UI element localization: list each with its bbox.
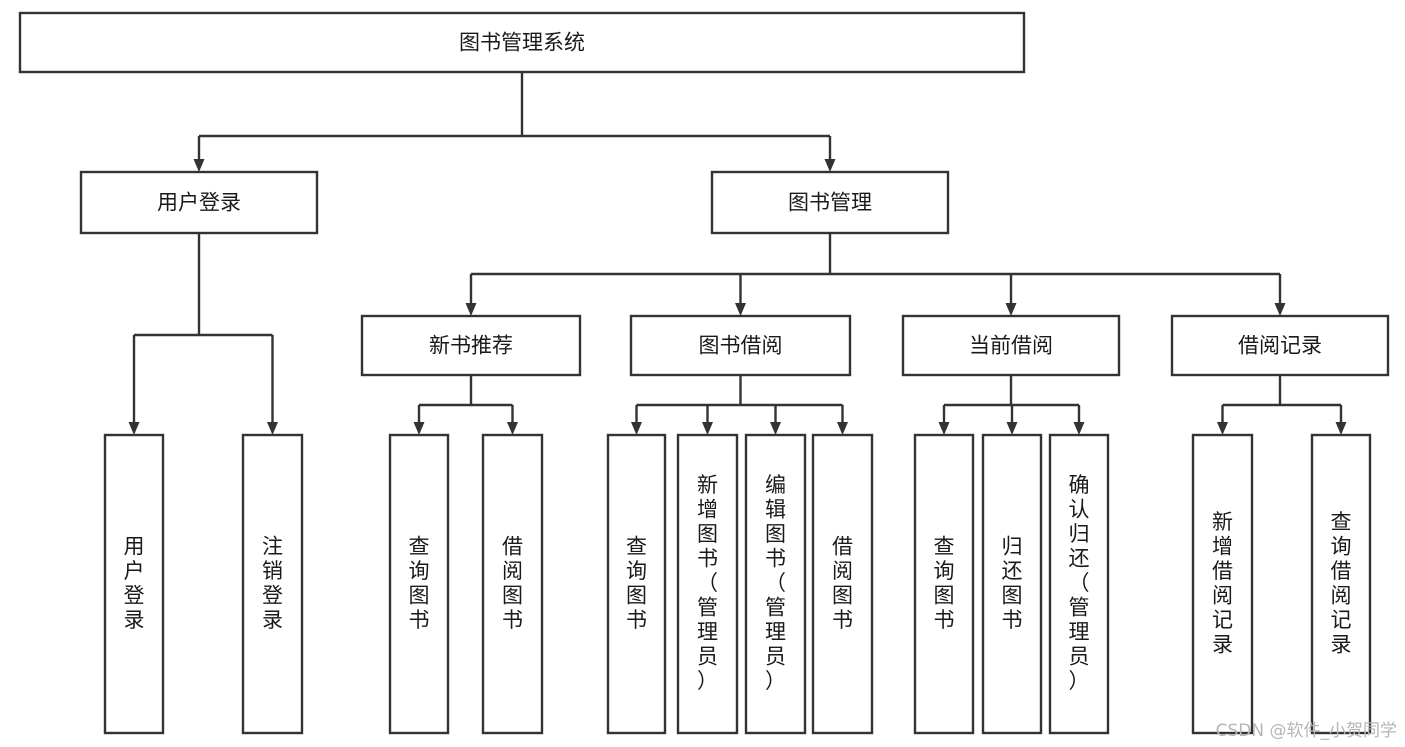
connector-user-login-to-leaves xyxy=(128,233,278,435)
node-label-leaf-add-record: 新增借阅记录 xyxy=(1212,510,1233,657)
node-root[interactable]: 图书管理系统 xyxy=(18,11,1026,74)
node-label-leaf-borrow-book-bb: 借阅图书 xyxy=(832,534,853,632)
connector-root-to-level2 xyxy=(193,72,836,172)
node-leaf-add-record[interactable]: 新增借阅记录 xyxy=(1191,433,1254,735)
node-label-book-borrow: 图书借阅 xyxy=(699,334,783,358)
node-box-borrow-record xyxy=(1170,314,1390,377)
node-label-leaf-add-book: 新增图书（管理员） xyxy=(697,473,718,693)
node-box-leaf-query-record xyxy=(1310,433,1372,735)
node-box-leaf-user-login xyxy=(103,433,165,735)
node-leaf-query-book-bb[interactable]: 查询图书 xyxy=(606,433,667,735)
node-leaf-user-login[interactable]: 用户登录 xyxy=(103,433,165,735)
node-label-current-borrow: 当前借阅 xyxy=(969,334,1053,358)
csdn-watermark: CSDN @软件_小贺同学 xyxy=(1215,721,1397,741)
node-leaf-query-book-rec[interactable]: 查询图书 xyxy=(388,433,450,735)
node-box-leaf-logout xyxy=(241,433,304,735)
node-label-leaf-return-book: 归还图书 xyxy=(1002,534,1023,632)
node-box-leaf-query-book-cb xyxy=(913,433,975,735)
node-box-leaf-query-book-rec xyxy=(388,433,450,735)
node-box-leaf-return-book xyxy=(981,433,1043,735)
node-book-borrow[interactable]: 图书借阅 xyxy=(629,314,852,377)
node-leaf-add-book[interactable]: 新增图书（管理员） xyxy=(676,433,739,735)
connectors-layer xyxy=(128,72,1347,435)
node-leaf-query-record[interactable]: 查询借阅记录 xyxy=(1310,433,1372,735)
node-box-book-manage xyxy=(710,170,950,235)
node-label-leaf-query-book-bb: 查询图书 xyxy=(626,534,647,632)
node-label-leaf-user-login: 用户登录 xyxy=(124,534,145,632)
connector-new-book-rec-to-leaves xyxy=(413,375,518,435)
node-box-leaf-borrow-book-bb xyxy=(811,433,874,735)
node-label-user-login: 用户登录 xyxy=(157,191,241,215)
node-new-book-rec[interactable]: 新书推荐 xyxy=(360,314,582,377)
node-box-leaf-query-book-bb xyxy=(606,433,667,735)
node-label-book-manage: 图书管理 xyxy=(788,191,872,215)
node-label-leaf-confirm-return: 确认归还（管理员） xyxy=(1069,473,1090,693)
connector-borrow-record-to-leaves xyxy=(1217,375,1347,435)
node-label-borrow-record: 借阅记录 xyxy=(1238,334,1322,358)
node-label-leaf-query-record: 查询借阅记录 xyxy=(1331,510,1352,657)
node-label-leaf-edit-book: 编辑图书（管理员） xyxy=(765,473,786,693)
node-box-new-book-rec xyxy=(360,314,582,377)
node-leaf-logout[interactable]: 注销登录 xyxy=(241,433,304,735)
node-box-leaf-edit-book xyxy=(744,433,807,735)
node-leaf-borrow-book-bb[interactable]: 借阅图书 xyxy=(811,433,874,735)
node-label-root: 图书管理系统 xyxy=(459,31,585,55)
node-label-leaf-query-book-cb: 查询图书 xyxy=(934,534,955,632)
node-box-root xyxy=(18,11,1026,74)
node-label-new-book-rec: 新书推荐 xyxy=(429,334,513,358)
nodes-layer: 图书管理系统用户登录图书管理新书推荐图书借阅当前借阅借阅记录用户登录注销登录查询… xyxy=(18,11,1390,735)
node-box-leaf-confirm-return xyxy=(1048,433,1110,735)
node-box-current-borrow xyxy=(901,314,1121,377)
node-box-leaf-borrow-book-rec xyxy=(481,433,544,735)
node-leaf-edit-book[interactable]: 编辑图书（管理员） xyxy=(744,433,807,735)
node-current-borrow[interactable]: 当前借阅 xyxy=(901,314,1121,377)
node-label-leaf-logout: 注销登录 xyxy=(262,534,283,632)
node-box-leaf-add-record xyxy=(1191,433,1254,735)
node-box-user-login xyxy=(79,170,319,235)
node-leaf-return-book[interactable]: 归还图书 xyxy=(981,433,1043,735)
node-box-leaf-add-book xyxy=(676,433,739,735)
node-leaf-borrow-book-rec[interactable]: 借阅图书 xyxy=(481,433,544,735)
node-user-login[interactable]: 用户登录 xyxy=(79,170,319,235)
node-leaf-query-book-cb[interactable]: 查询图书 xyxy=(913,433,975,735)
node-book-manage[interactable]: 图书管理 xyxy=(710,170,950,235)
node-label-leaf-query-book-rec: 查询图书 xyxy=(409,534,430,632)
connector-book-borrow-to-leaves xyxy=(631,375,848,435)
node-leaf-confirm-return[interactable]: 确认归还（管理员） xyxy=(1048,433,1110,735)
node-box-book-borrow xyxy=(629,314,852,377)
connector-current-borrow-to-leaves xyxy=(938,375,1085,435)
connector-book-manage-to-level3 xyxy=(465,233,1286,316)
node-borrow-record[interactable]: 借阅记录 xyxy=(1170,314,1390,377)
node-label-leaf-borrow-book-rec: 借阅图书 xyxy=(502,534,523,632)
